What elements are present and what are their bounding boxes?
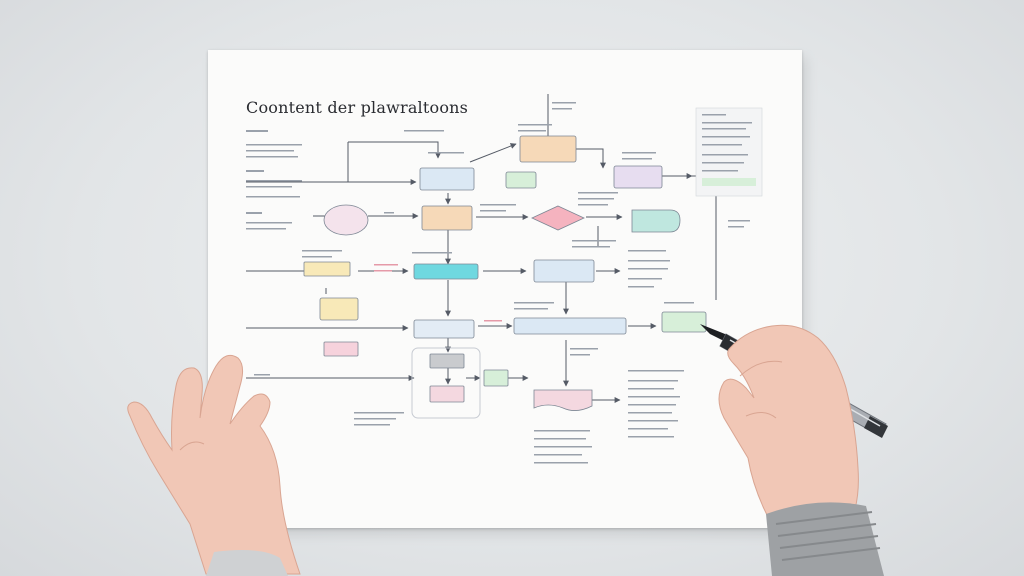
node-blue-upper [419,167,475,191]
node-yellow-left [303,261,351,277]
hand-icon [127,354,301,576]
node-mint-right [661,311,707,333]
flowchart-title: Coontent der plawraltoons [246,98,469,117]
node-orange-top [519,135,577,163]
node-mint-tiny [483,369,509,387]
left-hand [127,354,301,576]
node-mint-tag [631,209,681,233]
node-blue-left-mid [413,319,475,339]
node-decision-diamond [531,205,585,231]
group-container [411,347,481,419]
annotation-lines [246,102,750,464]
node-pink-left [323,341,359,357]
node-yellow-small [319,297,359,321]
flowchart-nodes [303,135,707,411]
node-lavender-top [613,165,663,189]
node-gray-small [429,353,465,369]
node-blue-wide [513,317,627,335]
right-hand [718,324,884,576]
hand-icon [718,324,884,576]
node-mint-small [505,171,537,189]
node-oval-start [323,204,369,236]
node-orange-mid [421,205,473,231]
side-panel-top [695,107,763,197]
node-pink-document [533,389,593,411]
node-blue-process [533,259,595,283]
connector-lines [246,94,717,403]
flowchart-diagram [246,94,763,464]
node-pink-small [429,385,465,403]
node-teal-process [413,263,479,280]
